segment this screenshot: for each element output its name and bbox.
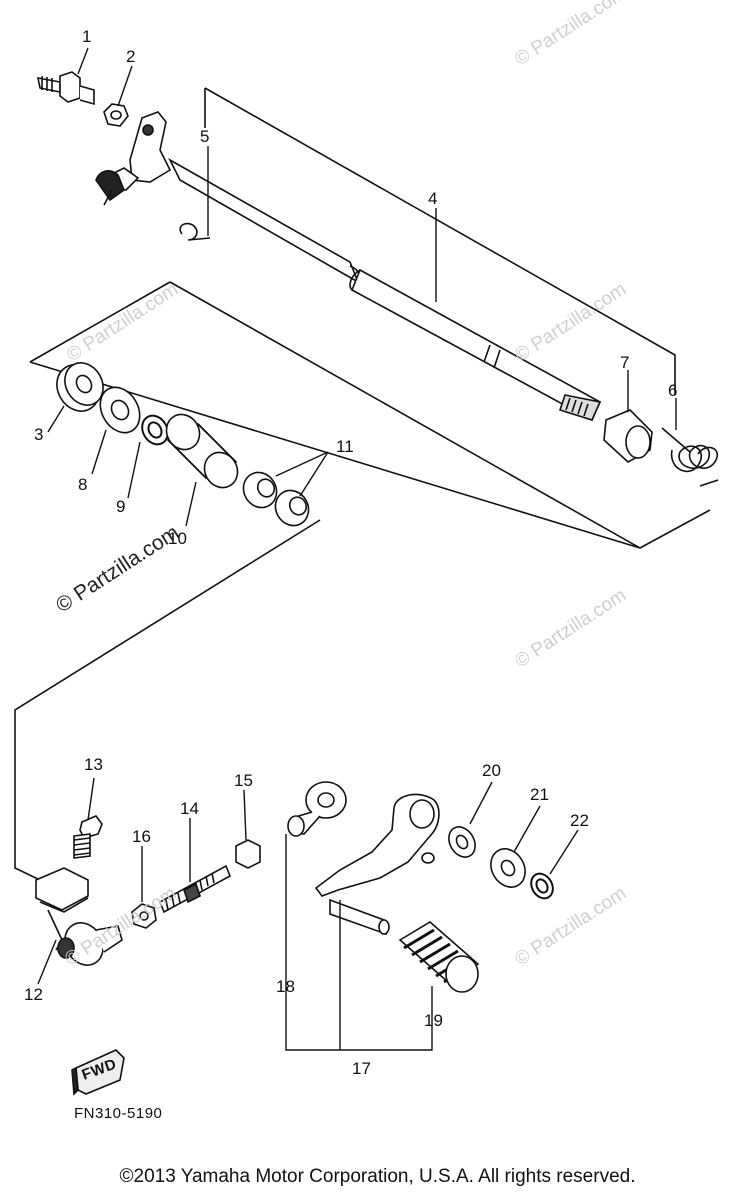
- clip-part-5: [179, 222, 211, 241]
- watermark-faint-1: © Partzilla.com: [511, 0, 630, 70]
- collar-part-7: [603, 409, 653, 463]
- nut-part-16: [131, 903, 157, 929]
- rod-part-14: [158, 864, 232, 914]
- callout-part-8: 8: [78, 475, 87, 494]
- shift-shaft-parts-diagram: FWD FN310-5190 © Partzilla.com © Partzil…: [14, 0, 719, 1122]
- group-bracket-upper: [204, 87, 676, 395]
- callout-part-11: 11: [336, 437, 354, 456]
- drawing-code: FN310-5190: [74, 1105, 162, 1122]
- oil-seal-part-11: [242, 471, 310, 527]
- leader-lines: [37, 47, 677, 1051]
- callout-part-6: 6: [668, 381, 677, 400]
- washer-part-20: [448, 826, 476, 858]
- callout-part-5: 5: [200, 127, 209, 146]
- callout-part-10: 10: [168, 529, 187, 548]
- washer-part-8: [99, 386, 141, 434]
- callout-part-20: 20: [482, 761, 501, 780]
- bolt-part-1: [36, 71, 95, 106]
- callout-part-17: 17: [352, 1059, 371, 1078]
- callout-part-19: 19: [424, 1011, 443, 1030]
- callout-part-21: 21: [530, 785, 549, 804]
- nut-part-2: [103, 103, 129, 127]
- bushing-part-10: [165, 413, 239, 489]
- copyright-notice: ©2013 Yamaha Motor Corporation, U.S.A. A…: [119, 1166, 636, 1187]
- callout-part-7: 7: [620, 353, 629, 372]
- shift-arm-part-12: [35, 867, 123, 966]
- callout-part-22: 22: [570, 811, 589, 830]
- callout-part-4: 4: [428, 189, 437, 208]
- callout-part-14: 14: [180, 799, 199, 818]
- spring-part-6: [661, 427, 719, 487]
- callout-part-18: 18: [276, 977, 295, 996]
- watermark-faint-3: © Partzilla.com: [511, 279, 630, 366]
- group-bracket-left: [14, 519, 321, 881]
- circlip-part-9: [141, 414, 169, 446]
- watermark-faint-2: © Partzilla.com: [63, 279, 182, 366]
- watermark-faint-6: © Partzilla.com: [511, 883, 630, 970]
- callout-part-12: 12: [24, 985, 43, 1004]
- rubber-part-19: [398, 921, 480, 993]
- callout-part-13: 13: [84, 755, 103, 774]
- callout-part-9: 9: [116, 497, 125, 516]
- nut-part-15: [235, 839, 261, 869]
- bolt-part-13: [73, 815, 103, 859]
- forward-arrow-icon: [71, 1049, 125, 1096]
- group-bracket-lower: [29, 281, 711, 549]
- shift-pedal-part-17: [314, 793, 440, 936]
- callout-part-1: 1: [82, 27, 91, 46]
- clip-part-22: [530, 872, 554, 900]
- callout-part-15: 15: [234, 771, 253, 790]
- oil-seal-part-3: [56, 362, 104, 412]
- callout-part-3: 3: [34, 425, 43, 444]
- joint-part-18: [287, 781, 347, 837]
- callout-part-16: 16: [132, 827, 151, 846]
- callout-part-2: 2: [126, 47, 135, 66]
- shift-shaft-part-4: [95, 111, 602, 422]
- watermark-faint-4: © Partzilla.com: [511, 585, 630, 672]
- washer-part-21: [490, 848, 526, 888]
